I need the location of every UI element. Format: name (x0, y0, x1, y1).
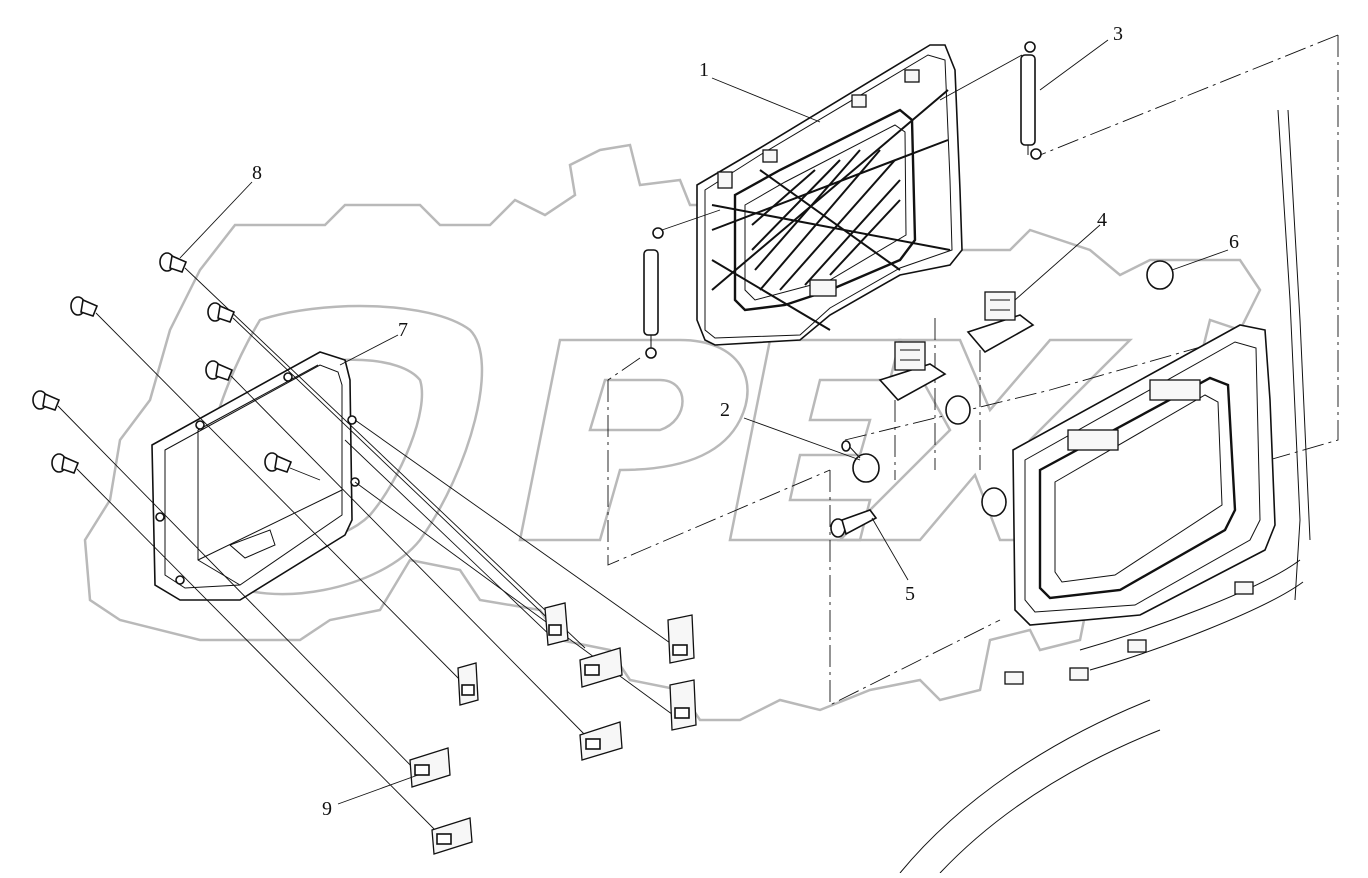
callout-number-5: 5 (905, 583, 915, 605)
lid-hinge-mount (717, 171, 733, 189)
callout-labels: 1 2 3 4 5 6 7 8 9 (252, 23, 1239, 820)
screw-guide-line (344, 439, 556, 641)
axis-line (607, 357, 641, 381)
lid-latch-mount (809, 279, 837, 297)
screw (205, 360, 591, 741)
mounting-hole (175, 575, 185, 585)
hinge-right (966, 291, 1035, 354)
bump-stop (841, 440, 880, 483)
clip-nut (431, 817, 473, 855)
screw (32, 390, 421, 776)
buffer-pad (981, 487, 1007, 517)
frame-clip (1004, 671, 1024, 685)
axis-line (1039, 34, 1339, 156)
frame-clip (1234, 581, 1254, 595)
axis-line (607, 380, 831, 566)
clip-nut (544, 602, 569, 646)
screw (159, 252, 586, 649)
clip-nut (669, 679, 697, 731)
mounting-hole (347, 415, 357, 425)
mounting-hole (283, 372, 293, 382)
clip-nut (457, 662, 479, 706)
callout-number-7: 7 (398, 319, 408, 341)
screw (51, 453, 446, 841)
frame-clip (1127, 639, 1147, 653)
callout-leaders (179, 39, 1229, 805)
gas-strut-upper (939, 41, 1042, 160)
hatch-lid-panel (696, 44, 963, 346)
screw-guide-line (354, 481, 681, 721)
screw (264, 452, 321, 481)
watermark-letter-p (518, 338, 749, 542)
hinge-left (878, 341, 947, 402)
buffer-pad (1146, 260, 1174, 290)
screw (207, 302, 561, 631)
gas-strut-left (643, 209, 721, 359)
clip-nuts (409, 602, 697, 855)
frame-clip (1069, 667, 1089, 681)
axis-line (829, 470, 1001, 706)
mounting-hole (155, 512, 165, 522)
callout-number-1: 1 (699, 59, 709, 81)
watermark-letter-p-inner (588, 378, 684, 432)
screw (70, 296, 471, 691)
mounting-hole (195, 420, 205, 430)
screws (32, 252, 681, 841)
bolt (830, 509, 878, 538)
clip-nut (579, 721, 623, 761)
callout-number-4: 4 (1097, 209, 1107, 231)
lid-hatching (711, 89, 951, 331)
storage-box (151, 351, 360, 601)
callout-number-8: 8 (252, 162, 262, 184)
clip-nut (667, 614, 695, 664)
frame-hinge-seat (1067, 429, 1119, 451)
clip-nut (579, 647, 623, 688)
callout-number-9: 9 (322, 798, 332, 820)
callout-number-3: 3 (1113, 23, 1123, 45)
callout-number-2: 2 (720, 399, 730, 421)
axis-line (844, 329, 1261, 441)
lid-hinge-mount (904, 69, 920, 83)
callout-number-6: 6 (1229, 231, 1239, 253)
buffer-pad (945, 395, 971, 425)
clip-nut (409, 747, 451, 788)
watermark-letter-e (728, 338, 902, 542)
lid-hinge-mount (762, 149, 778, 163)
frame-hinge-seat (1149, 379, 1201, 401)
hatch-opening-frame (899, 109, 1311, 874)
lid-hinge-mount (851, 94, 867, 108)
screw-guide-line (354, 419, 681, 651)
